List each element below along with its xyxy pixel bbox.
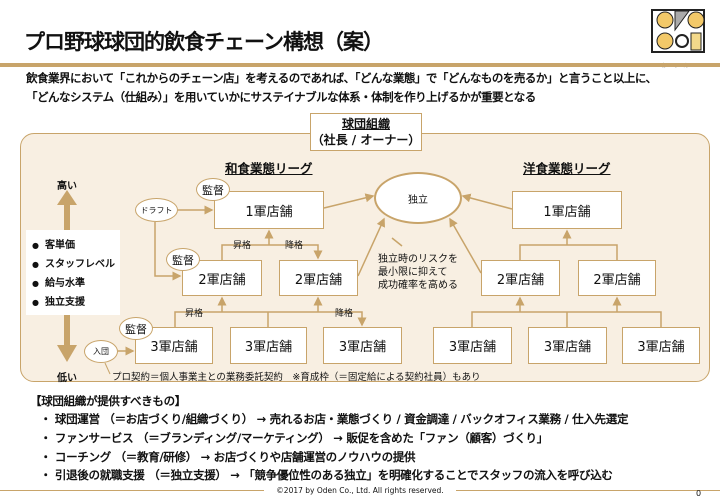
japanese-tier3-store: 3軍店舗 [230,327,307,364]
western-tier1-store: 1軍店舗 [512,191,622,229]
independence-node: 独立 [374,172,462,224]
intro-line-1: 飲食業界において「これからのチェーン店」を考えるのであれば、「どんな業態」で「ど… [26,71,657,85]
japanese-tier3-store: 3軍店舗 [323,327,402,364]
join-bubble: 入団 [84,340,118,363]
org-subtitle: （社長 / オーナー） [311,133,421,147]
section-title: 【球団組織が提供すべきもの】 [30,394,186,408]
japanese-league-title: 和食業態リーグ [225,161,313,176]
japanese-tier1-store: 1軍店舗 [214,191,324,229]
japanese-tier2-store: 2軍店舗 [279,260,358,296]
intro-line-2: 「どんなシステム（仕組み）」を用いていかにサステイナブルな体系・体制を作り上げる… [26,90,536,104]
metrics-list: 客単価 スタッフレベル 給与水準 独立支援 [26,230,120,315]
copyright: ©2017 by Oden Co., Ltd. All rights reser… [0,486,720,495]
demote-label: 降格 [285,241,304,251]
western-tier2-store: 2軍店舗 [578,260,656,296]
note-line: 独立時のリスクを [378,254,458,265]
logo: おでん [648,8,708,69]
draft-bubble: ドラフト [135,198,178,222]
metric-item: スタッフレベル [32,255,120,274]
promote-label: 昇格 [185,309,204,319]
page-number: 0 [696,489,702,498]
japanese-tier2-store: 2軍店舗 [182,260,262,296]
metric-item: 独立支援 [32,293,120,312]
metric-item: 給与水準 [32,274,120,293]
provide-item: ・ 球団運営 （＝お店づくり/組織づくり） → 売れるお店・業態づくり / 資金… [40,412,629,426]
title-divider [0,63,720,67]
western-tier3-store: 3軍店舗 [433,327,512,364]
org-title: 球団組織 [341,117,390,131]
axis-high-label: 高い [57,181,77,192]
independence-note: 独立時のリスクを 最小限に抑えて 成功確率を高める [378,253,458,292]
page-title: プロ野球球団的飲食チェーン構想（案） [24,30,384,54]
demote-label: 降格 [335,309,354,319]
provide-item: ・ コーチング （＝教育/研修） → お店づくりや店舗運営のノウハウの提供 [40,450,416,464]
copyright-text: ©2017 by Oden Co., Ltd. All rights reser… [264,486,456,495]
team-organization-box: 球団組織 （社長 / オーナー） [310,113,422,151]
note-line: 成功確率を高める [378,280,458,291]
western-league-title: 洋食業態リーグ [523,161,611,176]
manager-badge: 監督 [196,178,230,201]
provide-item: ・ ファンサービス （＝ブランディング/マーケティング） → 販促を含めた「ファ… [40,431,548,445]
manager-badge: 監督 [119,317,153,340]
note-line: 最小限に抑えて [378,267,448,278]
contract-note: プロ契約＝個人事業主との業務委託契約 ※育成枠（＝固定給による契約社員）もあり [112,372,481,383]
promote-label: 昇格 [233,241,252,251]
provide-item: ・ 引退後の就職支援 （＝独立支援） → 「競争優位性のある独立」を明確化するこ… [40,468,613,482]
metric-item: 客単価 [32,236,120,255]
western-tier3-store: 3軍店舗 [622,327,700,364]
manager-badge: 監督 [166,248,200,271]
western-tier3-store: 3軍店舗 [528,327,607,364]
western-tier2-store: 2軍店舗 [481,260,560,296]
axis-low-label: 低い [57,373,77,384]
